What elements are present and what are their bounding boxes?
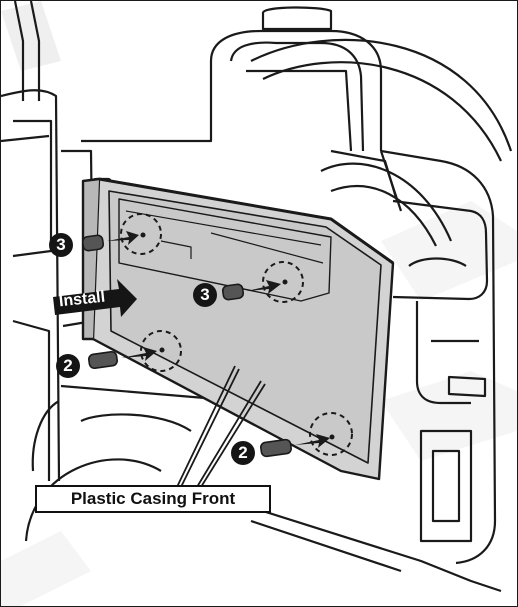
target-circles [120, 213, 353, 456]
bolt-upper-left [81, 231, 139, 252]
step-badge-3-upper-left: 3 [49, 233, 73, 257]
step-badge-3-upper-right: 3 [193, 283, 217, 307]
spare-tire [24, 38, 513, 542]
step-badge-2-lower-left: 2 [56, 354, 80, 378]
step-number: 3 [200, 285, 210, 304]
bolt-lower-right [260, 434, 330, 458]
leader-lines [176, 365, 266, 488]
plastic-casing-front-label: Plastic Casing Front [35, 485, 271, 513]
install-arrow [53, 279, 137, 317]
step-number: 2 [63, 356, 73, 375]
bolt-lower-left [88, 347, 157, 370]
step-badge-2-lower-right: 2 [231, 441, 255, 465]
screw-holes [140, 232, 335, 440]
casing-panel [81, 177, 395, 481]
bolt-upper-right [221, 280, 281, 301]
step-number: 2 [238, 443, 248, 462]
step-number: 3 [56, 235, 66, 254]
